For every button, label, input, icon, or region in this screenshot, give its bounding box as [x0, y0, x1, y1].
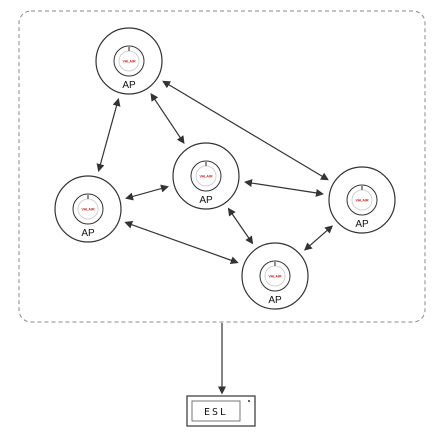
- access-point[interactable]: VALAIR AP: [328, 166, 396, 234]
- ap-brand-logo: VALAIR: [81, 208, 95, 212]
- ap-label: AP: [122, 80, 136, 91]
- ap-label: AP: [199, 195, 213, 206]
- access-point[interactable]: VALAIR AP: [172, 142, 240, 210]
- mesh-link-ap-right-ap-bottom: [303, 225, 334, 251]
- ap-brand-logo: VALAIR: [122, 60, 136, 64]
- esl-indicator-dot: [248, 400, 250, 402]
- mesh-links: [96, 80, 334, 265]
- ap-brand-logo: VALAIR: [199, 175, 213, 179]
- esl-screen: [191, 400, 241, 422]
- access-point[interactable]: VALAIR AP: [241, 242, 309, 310]
- network-boundary: [18, 10, 426, 323]
- ap-inner-ring: [346, 184, 378, 216]
- ap-inner-ring: [113, 45, 145, 77]
- mesh-link-ap-middle-left-ap-bottom: [124, 220, 239, 265]
- esl-device[interactable]: ESL: [186, 395, 256, 427]
- esl-label: ESL: [204, 407, 228, 418]
- ap-inner-ring: [190, 160, 222, 192]
- mesh-link-ap-middle-left-ap-center: [125, 184, 169, 201]
- ap-inner-ring: [259, 260, 291, 292]
- mesh-link-ap-center-ap-bottom: [227, 207, 254, 245]
- ap-inner-ring: [72, 193, 104, 225]
- mesh-link-ap-top-left-ap-center: [150, 92, 185, 145]
- mesh-link-ap-top-left-ap-middle-left: [96, 98, 121, 172]
- mesh-link-ap-center-ap-right: [244, 179, 324, 197]
- mesh-link-ap-top-left-ap-right: [162, 80, 329, 181]
- ap-label: AP: [268, 295, 282, 306]
- ap-brand-logo: VALAIR: [268, 275, 282, 279]
- ap-label: AP: [81, 228, 95, 239]
- ap-label: AP: [355, 219, 369, 230]
- ap-brand-logo: VALAIR: [355, 199, 369, 203]
- access-point[interactable]: VALAIR AP: [95, 27, 163, 95]
- access-point[interactable]: VALAIR AP: [54, 175, 122, 243]
